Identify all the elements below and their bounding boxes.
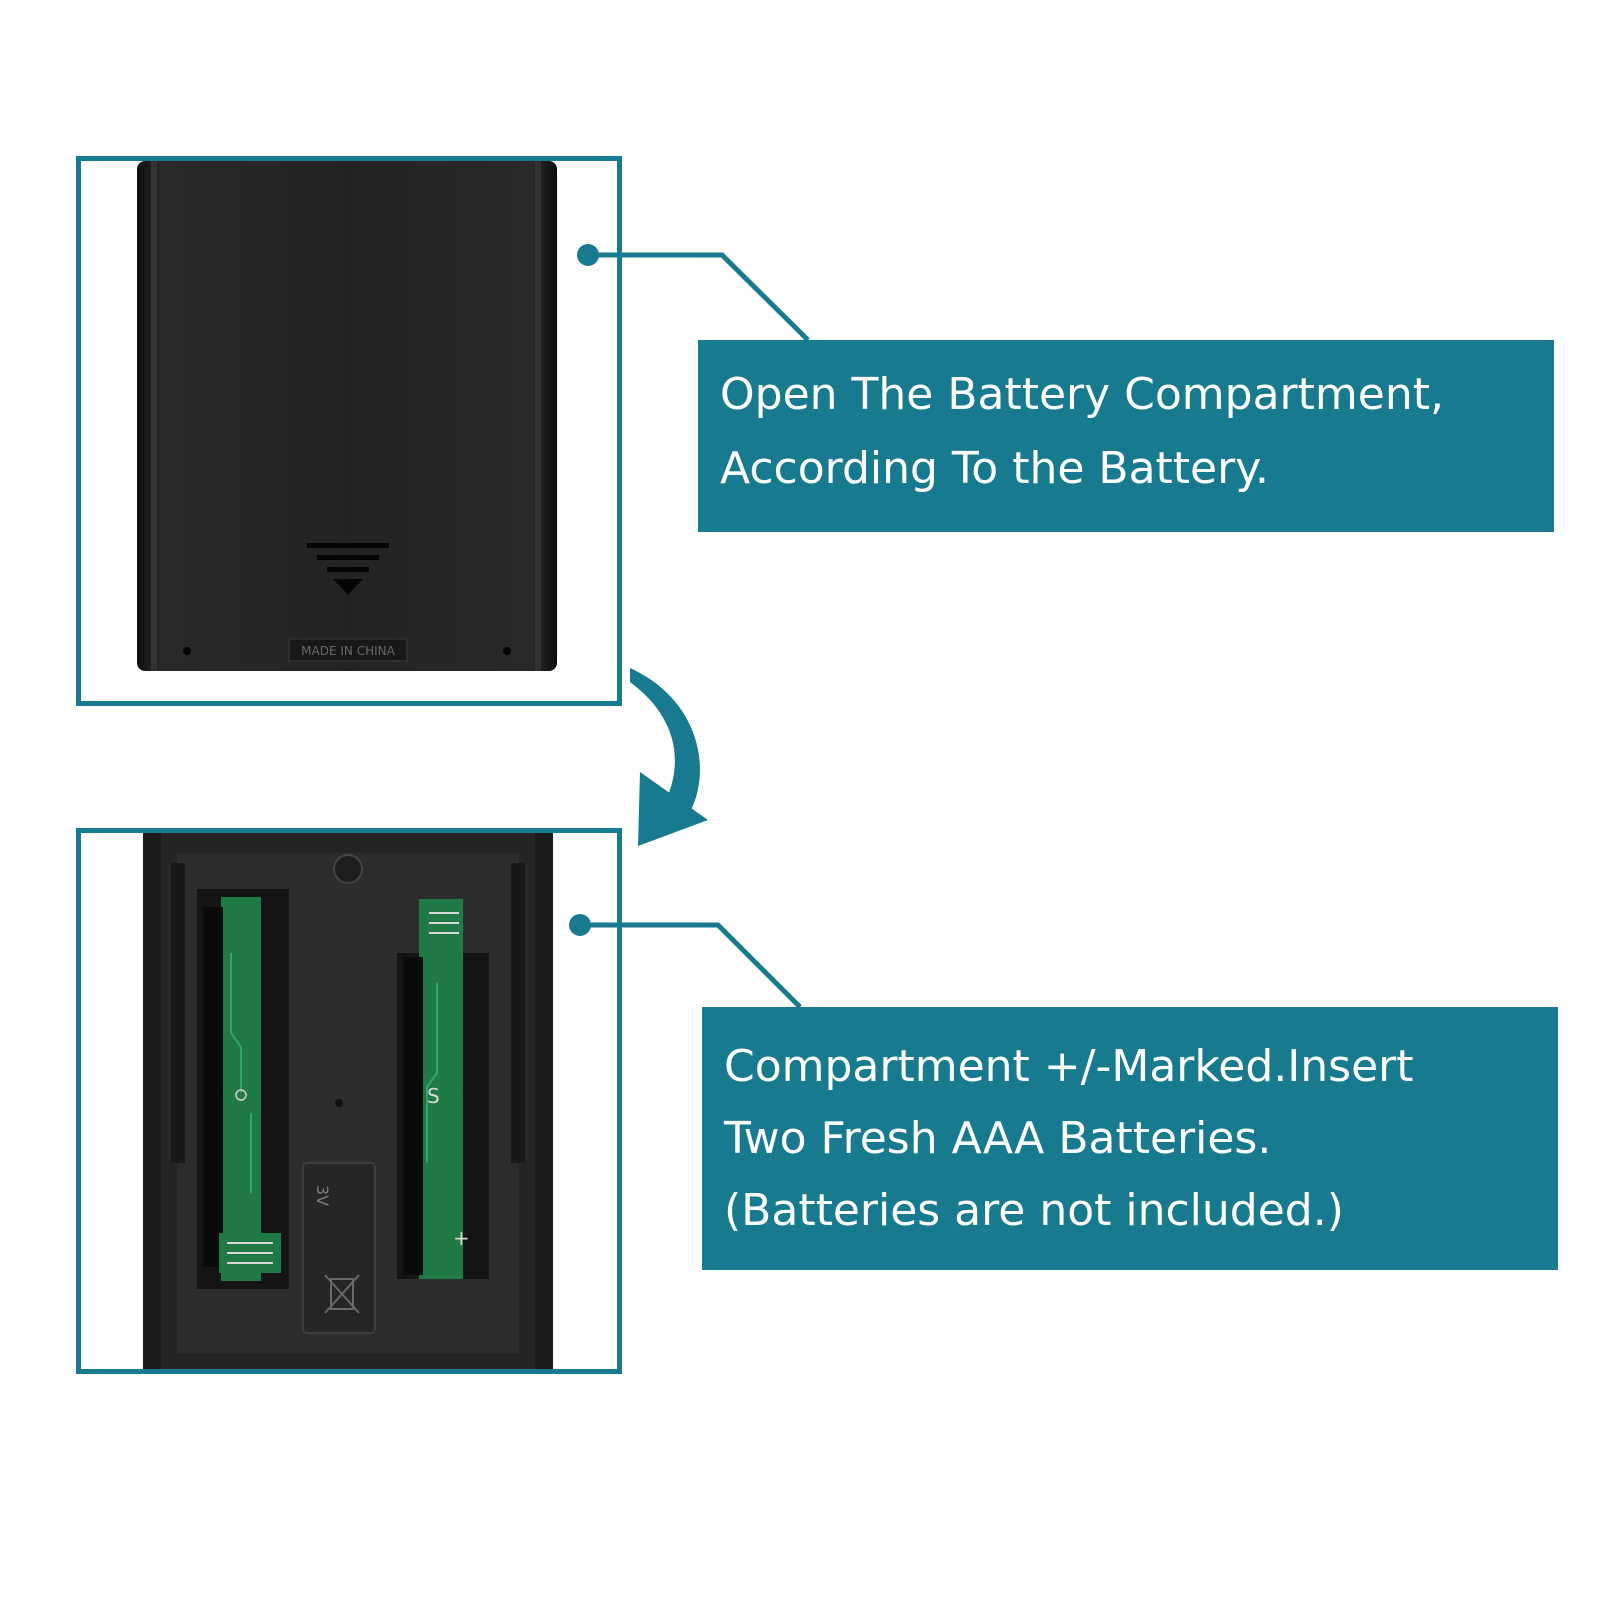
plus-mark: + [453,1226,470,1250]
pcb-right [419,899,463,1279]
cover-edge-left [151,161,157,671]
top-screw [333,854,363,884]
screw-hole-right [503,647,511,655]
curved-arrow-icon [630,668,708,846]
open-compartment-image: + S 3V [76,828,622,1374]
remote-back-cover: MADE IN CHINA [137,161,557,671]
label-plate [288,638,408,662]
voltage-label: 3V [313,1185,332,1206]
center-hole [335,1099,343,1107]
battery-slot-left [197,889,289,1289]
step-2-line-1: Compartment +/-Marked.Insert [724,1041,1414,1092]
made-in-china-label: MADE IN CHINA [301,644,395,658]
screw-hole-left [183,647,191,655]
battery-slot-right: + S [397,899,489,1279]
recycle-bin-crossed-icon [324,1274,360,1314]
step-2-callout: Compartment +/-Marked.Insert Two Fresh A… [702,1007,1558,1270]
closed-cover-image: MADE IN CHINA [76,156,622,706]
cover-body [137,161,557,671]
step-1-line-2: According To the Battery. [720,443,1269,494]
slide-down-icon [307,543,389,595]
step-1-line-1: Open The Battery Compartment, [720,369,1444,420]
spec-label-plate: 3V [302,1162,376,1334]
s-mark: S [427,1084,440,1108]
step-1-callout: Open The Battery Compartment, According … [698,340,1554,532]
step-2-line-2: Two Fresh AAA Batteries. [724,1113,1272,1164]
remote-open-compartment: + S 3V [143,833,553,1369]
cover-edge-right [535,161,541,671]
step-2-line-3: (Batteries are not included.) [724,1185,1344,1236]
